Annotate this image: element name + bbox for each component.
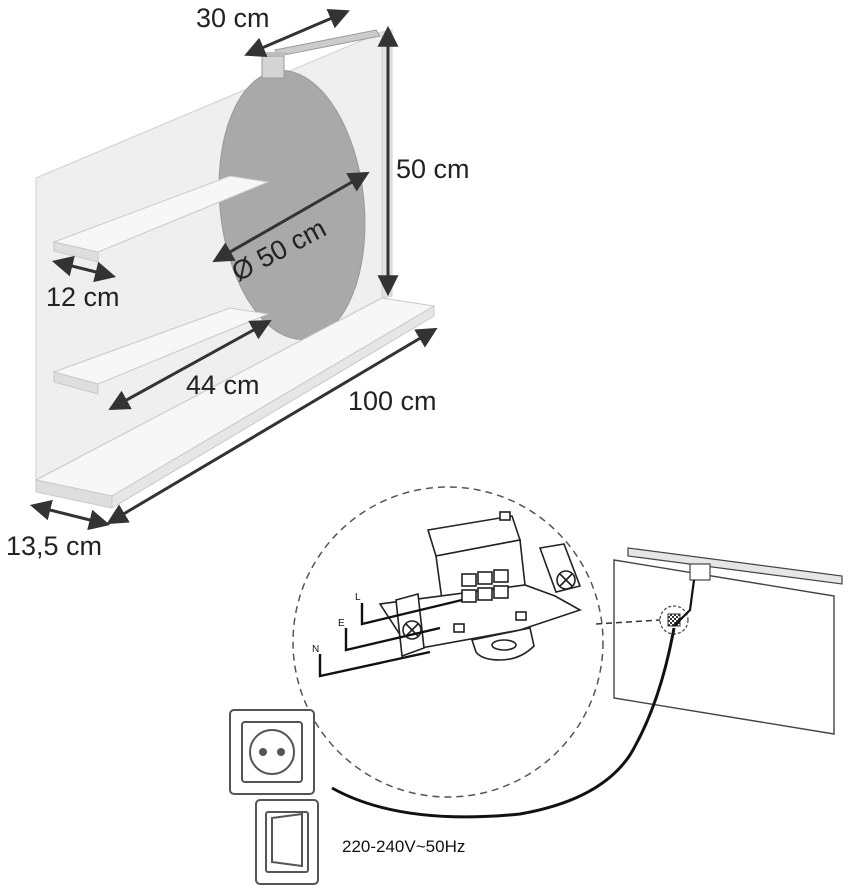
connection-box [667,613,681,627]
arrow-total-depth [29,499,111,531]
neutral-wire [318,650,431,678]
wall-panel [613,559,835,735]
label-shelf-depth: 12 cm [46,282,120,312]
label-height: 50 cm [396,154,470,184]
label-earth: E [338,618,345,629]
cable-to-lamp [673,579,696,627]
lamp-clamp [689,563,711,581]
voltage-label: 220-240V~50Hz [342,837,465,856]
arrow-shelf-depth [51,255,117,283]
label-top-width: 30 cm [196,3,270,33]
light-switch-icon [255,799,319,885]
lamp-rail [627,547,843,585]
earth-wire [344,626,441,652]
wiring-detail: L E N [292,486,604,798]
arrow-top-width [244,8,350,58]
power-cable [331,627,676,819]
live-wire [360,598,463,626]
wires [318,598,463,678]
label-total-width: 100 cm [348,386,437,416]
arrow-total-width [106,327,438,525]
label-total-depth: 13,5 cm [6,531,102,561]
label-shelf-width: 44 cm [186,370,260,400]
label-neutral: N [312,644,319,655]
arrow-diameter [212,171,370,263]
label-live: L [355,592,361,603]
power-socket-icon [229,709,315,795]
wall-with-lamp [595,547,843,735]
dimension-arrows [29,8,438,531]
terminal-block [378,511,582,661]
